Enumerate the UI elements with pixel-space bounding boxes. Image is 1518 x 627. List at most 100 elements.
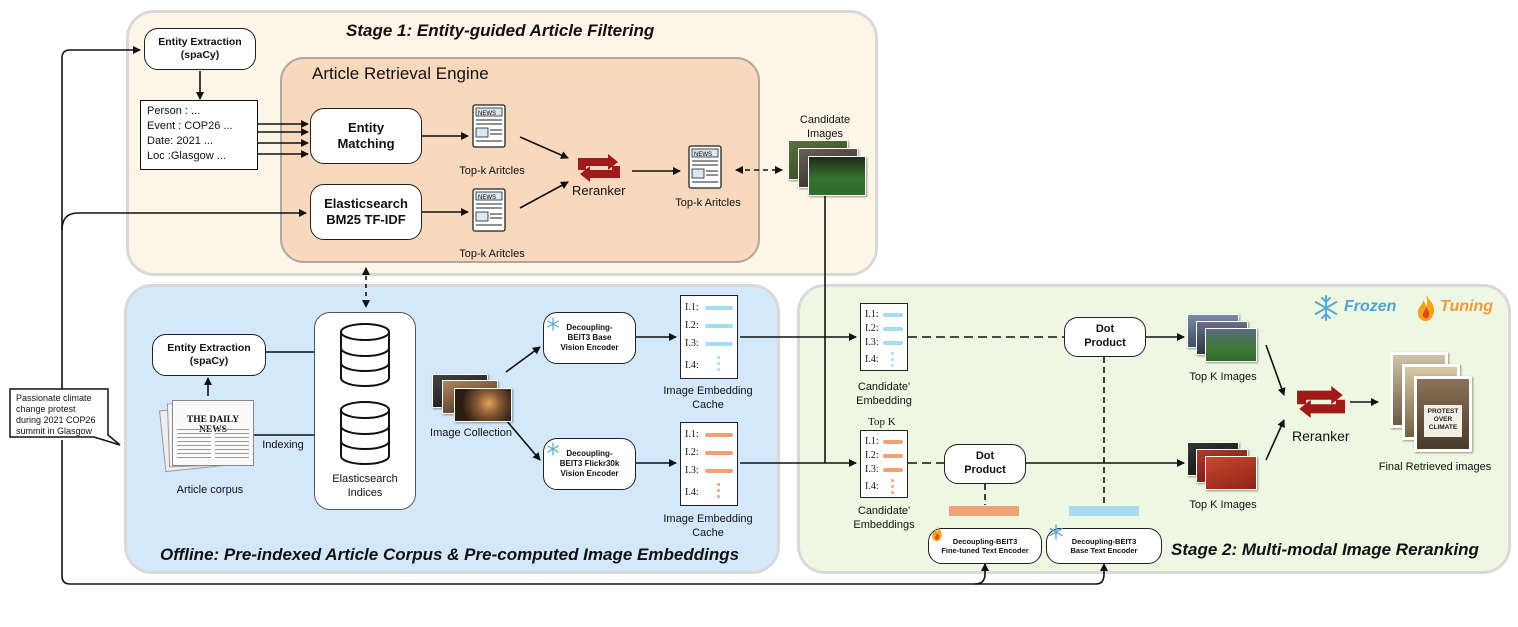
- ellipsis-dot: [717, 495, 720, 498]
- node-line: Product: [964, 464, 1006, 476]
- embedding-bar: [705, 433, 733, 437]
- svg-text:NEWS: NEWS: [478, 195, 496, 201]
- node-line: BEIT3 Base: [567, 333, 612, 342]
- node-line: Decoupling-BEIT3: [1071, 536, 1137, 546]
- dot-product-node-2: Dot Product: [944, 444, 1026, 484]
- photo: [808, 156, 866, 196]
- ellipsis-dot: [717, 356, 720, 359]
- node-line: Vision Encoder: [560, 343, 619, 352]
- entity-matching-node: Entity Matching: [310, 108, 422, 164]
- sign-line: OVER: [1433, 416, 1453, 423]
- stage1-title: Stage 1: Entity-guided Article Filtering: [346, 21, 655, 40]
- ellipsis-dot: [891, 479, 894, 482]
- tuning-flame-icon: [932, 525, 942, 542]
- cache-row-label: I.3:: [865, 464, 879, 475]
- cache-row-label: I.2:: [685, 320, 699, 331]
- cache-row-label: I.4:: [865, 481, 879, 492]
- label-line: Candidate: [799, 114, 851, 126]
- cache-row-label: I.1:: [685, 302, 699, 313]
- embedding-bar: [705, 306, 733, 310]
- ellipsis-dot: [891, 358, 894, 361]
- cache-row-label: I.3:: [685, 338, 699, 349]
- entity-item: Loc :Glasgow ...: [147, 150, 226, 162]
- reranker-icon: [1297, 386, 1345, 418]
- reranker-icon: [578, 154, 620, 182]
- embedding-bar: [883, 341, 903, 345]
- candidate-images-label: Candidate Images: [790, 113, 860, 142]
- candidate-embeddings-label: Candidate' Embeddings: [842, 504, 926, 533]
- candidate-images-stack: [788, 140, 866, 198]
- topk-articles-label: Top-k Aritcles: [459, 165, 525, 177]
- embedding-bar: [705, 324, 733, 328]
- label-line: Indices: [347, 487, 383, 500]
- candidate-embedding-blue: I.1: I.2: I.3: I.4:: [860, 303, 908, 371]
- label-line: Embedding: [856, 395, 912, 408]
- sign-line: CLIMATE: [1428, 424, 1458, 431]
- svg-text:NEWS: NEWS: [694, 152, 712, 158]
- candidate-embedding-label: Candidate' Embedding: [842, 380, 926, 409]
- frozen-snowflake-icon: [1049, 524, 1063, 540]
- ellipsis-dot: [891, 352, 894, 355]
- embedding-bar: [705, 469, 733, 473]
- node-line: Entity Extraction: [158, 35, 242, 48]
- topk-images-label: Top K Images: [1189, 371, 1257, 383]
- cache-row-label: I.2:: [865, 323, 879, 334]
- query-line: Passionate climate: [16, 393, 92, 403]
- cache-row-label: I.1:: [865, 436, 879, 447]
- sign-line: PROTEST: [1427, 408, 1459, 415]
- photo: [1205, 328, 1257, 362]
- cache-label: Image Embedding Cache: [650, 384, 766, 413]
- cache-row-label: I.3:: [685, 465, 699, 476]
- ellipsis-dot: [717, 368, 720, 371]
- node-line: Decoupling-BEIT3: [952, 536, 1018, 546]
- final-images-stack: PROTEST OVER CLIMATE: [1390, 352, 1480, 452]
- embedding-bar: [883, 440, 903, 444]
- entity-item: Date: 2021 ...: [147, 135, 214, 147]
- base-text-encoder-node: Decoupling-BEIT3 Base Text Encoder: [1046, 528, 1162, 564]
- news-article-icon: NEWS: [472, 188, 506, 232]
- candidate-embedding-orange: I.1: I.2: I.3: I.4:: [860, 430, 908, 498]
- reranker-label: Reranker: [572, 183, 626, 198]
- news-article-icon: NEWS: [472, 104, 506, 148]
- stage2-panel: [797, 284, 1511, 574]
- node-line: Elasticsearch: [324, 195, 408, 211]
- photo: PROTEST OVER CLIMATE: [1414, 376, 1472, 452]
- indexing-label: Indexing: [262, 439, 304, 451]
- frozen-snowflake-icon: [547, 317, 559, 331]
- cache-row-label: I.4:: [685, 487, 699, 498]
- legend: Frozen Tuning: [1310, 292, 1500, 324]
- topk-articles-label: Top-k Aritcles: [459, 248, 525, 260]
- image-collection-label: Image Collection: [430, 427, 512, 439]
- cache-row-label: I.4:: [685, 360, 699, 371]
- topk-images-stack-2: [1187, 442, 1257, 490]
- newspaper-stack: THE DAILY NEWS: [158, 398, 254, 473]
- node-line: Entity Extraction: [167, 341, 251, 354]
- embedding-bar: [705, 451, 733, 455]
- entity-extraction-offline-node: Entity Extraction (spaCy): [152, 334, 266, 376]
- node-line: (spaCy): [180, 49, 220, 61]
- svg-text:NEWS: NEWS: [478, 111, 496, 117]
- photo: [454, 388, 512, 422]
- ellipsis-dot: [891, 485, 894, 488]
- node-line: Dot: [975, 450, 995, 463]
- legend-frozen-label: Frozen: [1344, 298, 1397, 315]
- vision-encoder-flickr-node: Decoupling- BEIT3 Flickr30k Vision Encod…: [543, 438, 636, 490]
- flame-icon: [1417, 294, 1435, 321]
- ellipsis-dot: [717, 489, 720, 492]
- node-line: Base Text Encoder: [1070, 546, 1138, 555]
- node-line: Decoupling-: [566, 323, 613, 332]
- node-line: Decoupling-: [566, 449, 613, 458]
- node-line: (spaCy): [189, 355, 229, 367]
- legend-tuning-label: Tuning: [1440, 298, 1494, 315]
- node-line: Fine-tuned Text Encoder: [941, 546, 1029, 555]
- cache-label: Image Embedding Cache: [650, 512, 766, 541]
- topk-small-label: Top K: [868, 416, 896, 428]
- entity-item: Person : ...: [147, 105, 201, 117]
- node-line: Vision Encoder: [560, 469, 619, 478]
- cache-row-label: I.2:: [685, 447, 699, 458]
- image-embedding-cache-blue: I.1: I.2: I.3: I.4:: [680, 295, 738, 379]
- entity-extraction-node: Entity Extraction (spaCy): [144, 28, 256, 70]
- es-indices-label: Elasticsearch Indices: [316, 472, 414, 501]
